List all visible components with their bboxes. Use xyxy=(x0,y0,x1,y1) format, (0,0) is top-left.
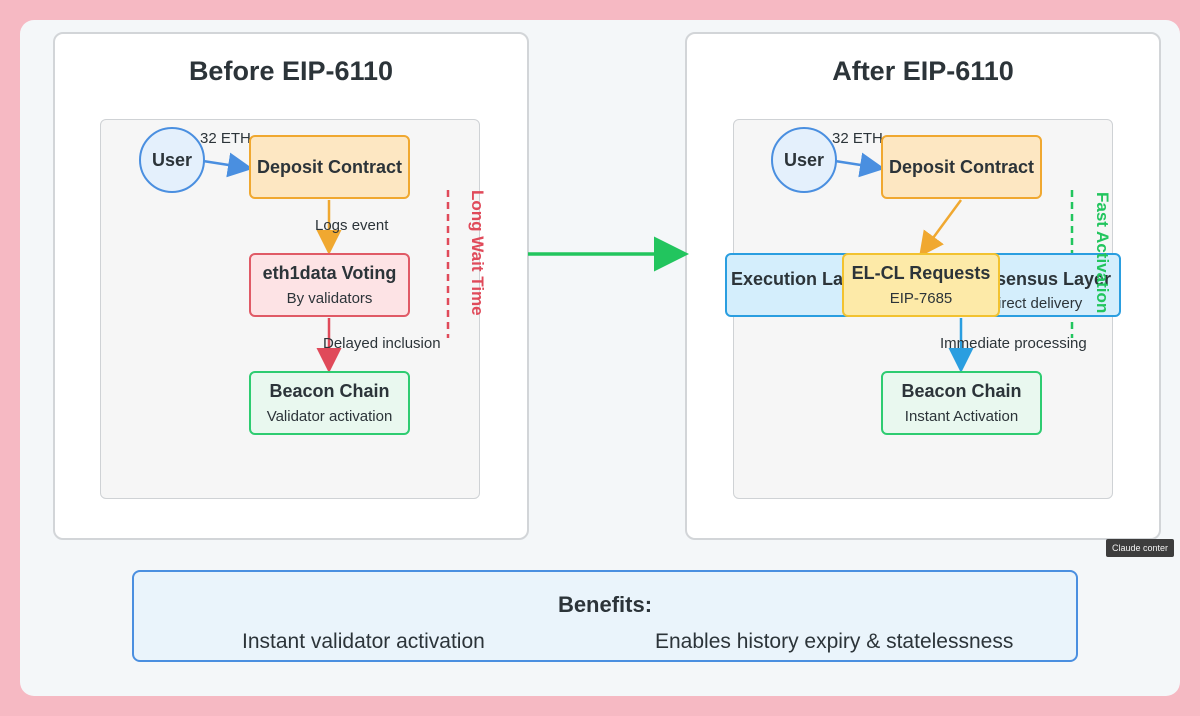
el-cl-requests-sub: EIP-7685 xyxy=(889,290,953,307)
consensus-layer-label: sensus Layer xyxy=(996,269,1112,289)
after-user-node: User xyxy=(771,127,837,193)
before-title: Before EIP-6110 xyxy=(188,56,394,86)
long-wait-time-label: Long Wait Time xyxy=(468,190,487,316)
immediate-processing-label: Immediate processing xyxy=(940,335,1087,352)
benefit-history-expiry: Enables history expiry & statelessness xyxy=(655,630,1014,653)
benefits-box: Benefits: Instant validator activation E… xyxy=(132,570,1078,662)
eth-amount-label: 32 ETH xyxy=(200,130,251,147)
after-deposit-contract-label: Deposit Contract xyxy=(888,156,1034,177)
el-cl-requests-label: EL-CL Requests xyxy=(851,263,991,283)
eth1data-voting-box: eth1data Voting By validators xyxy=(249,253,410,317)
after-beacon-chain-sub: Instant Activation xyxy=(904,408,1019,425)
fast-activation-label: Fast Activation xyxy=(1093,192,1112,314)
after-user-to-deposit-arrow xyxy=(834,152,885,178)
beacon-chain-label: Beacon Chain xyxy=(269,381,390,401)
direct-delivery-label: irect delivery xyxy=(998,295,1083,312)
claude-content-tooltip: Claude conter xyxy=(1106,539,1174,557)
beacon-chain-sub: Validator activation xyxy=(266,408,393,425)
benefits-title: Benefits: xyxy=(557,592,653,617)
eth1data-voting-label: eth1data Voting xyxy=(262,263,397,283)
user-to-deposit-arrow xyxy=(202,152,253,178)
beacon-chain-box: Beacon Chain Validator activation xyxy=(249,371,410,435)
deposit-contract-label: Deposit Contract xyxy=(256,156,402,177)
after-beacon-chain-label: Beacon Chain xyxy=(901,381,1022,401)
el-cl-requests-box: EL-CL Requests EIP-7685 xyxy=(842,253,1000,317)
execution-layer-label: Execution La xyxy=(731,269,844,289)
delayed-inclusion-label: Delayed inclusion xyxy=(323,335,441,352)
benefit-instant-activation: Instant validator activation xyxy=(242,630,485,653)
logs-event-label: Logs event xyxy=(315,217,389,234)
deposit-contract-box: Deposit Contract xyxy=(249,135,410,199)
after-eth-amount-label: 32 ETH xyxy=(832,130,883,147)
user-node: User xyxy=(139,127,205,193)
after-deposit-contract-box: Deposit Contract xyxy=(881,135,1042,199)
eth1data-voting-sub: By validators xyxy=(286,290,373,307)
after-beacon-chain-box: Beacon Chain Instant Activation xyxy=(881,371,1042,435)
deposit-to-requests-arrow xyxy=(919,199,963,258)
after-title: After EIP-6110 xyxy=(832,56,1014,86)
